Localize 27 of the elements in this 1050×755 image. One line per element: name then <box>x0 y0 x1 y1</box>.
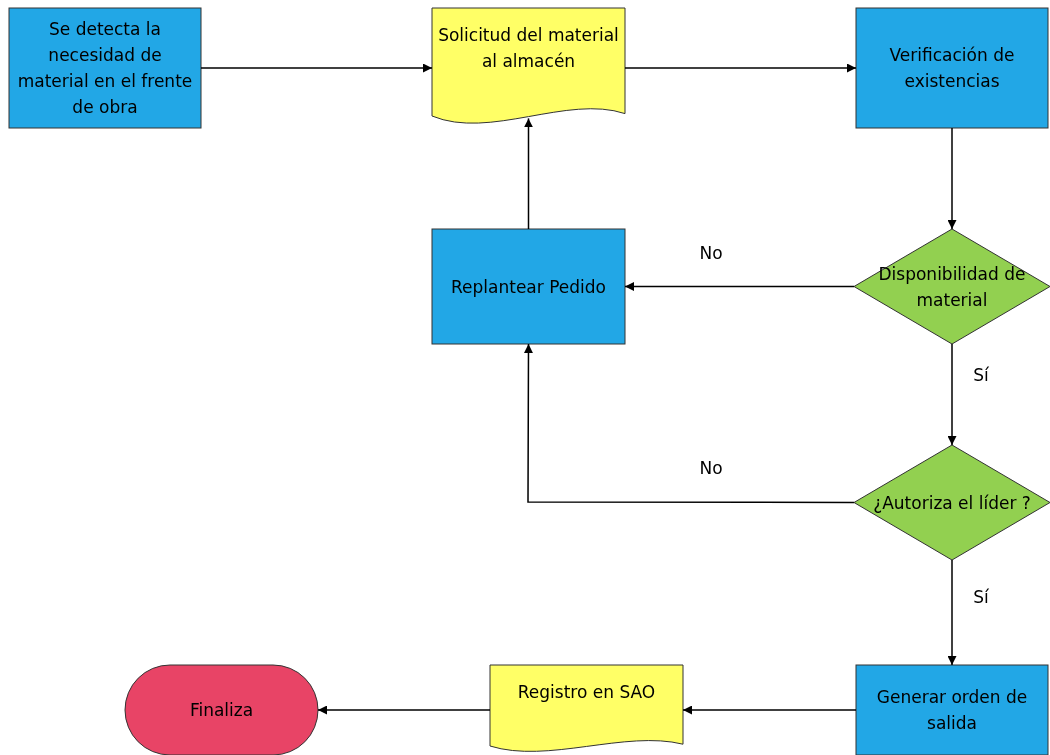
node-label: Finaliza <box>189 699 254 722</box>
process-box <box>8 7 202 129</box>
decision-diamond <box>853 228 1050 345</box>
decision-diamond <box>853 444 1050 561</box>
document-shape <box>489 664 684 752</box>
node-label: Verificación de existencias <box>888 44 1016 93</box>
node-label: Se detecta la necesidad de material en el frente de obra <box>17 18 193 119</box>
arrow <box>524 117 533 230</box>
node-label: Replantear Pedido <box>451 275 606 299</box>
arrow <box>947 343 957 446</box>
node-label: Solicitud del material al almacén <box>437 24 620 73</box>
arrow <box>523 343 855 504</box>
arrow <box>682 705 857 715</box>
arrow <box>317 705 491 715</box>
process-box <box>431 228 626 345</box>
arrow <box>624 282 855 291</box>
process-box <box>855 7 1049 129</box>
arrow <box>947 559 957 666</box>
arrow <box>624 63 857 73</box>
process-box <box>855 664 1049 755</box>
document-shape <box>431 7 626 124</box>
node-label: Disponibilidad de material <box>877 262 1027 312</box>
node-label: ¿Autoriza el líder ? <box>873 491 1031 515</box>
arrow <box>947 127 957 230</box>
arrow <box>200 63 433 73</box>
node-label: Registro en SAO <box>517 681 656 705</box>
node-label: Generar orden de salida <box>875 686 1029 735</box>
